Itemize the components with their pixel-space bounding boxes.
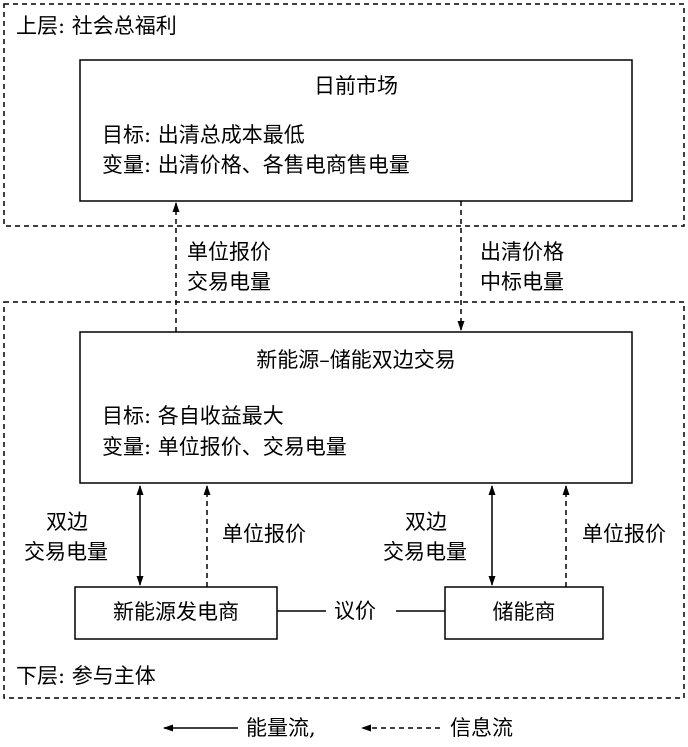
storage-operator-label: 储能商 — [492, 600, 556, 624]
storage-operator-box — [444, 586, 604, 640]
lower-layer-frame — [3, 301, 685, 699]
bilateral-trade-objective: 目标: 各自收益最大 — [102, 404, 284, 428]
day-ahead-market-variables: 变量: 出清价格、各售电商售电量 — [102, 153, 410, 177]
negotiation-label: 议价 — [334, 599, 376, 623]
flow-up-label-line1: 单位报价 — [187, 240, 271, 264]
right-energy-label-line2: 交易电量 — [383, 540, 467, 564]
flow-up-label-line2: 交易电量 — [187, 270, 271, 294]
bilateral-trade-title: 新能源–储能双边交易 — [256, 348, 456, 372]
legend-energy-label: 能量流, — [246, 716, 316, 740]
bilateral-trade-box — [79, 331, 633, 484]
flow-down-label-line2: 中标电量 — [480, 270, 564, 294]
upper-layer-label: 上层: 社会总福利 — [16, 14, 177, 38]
lower-layer-label: 下层: 参与主体 — [16, 664, 156, 688]
left-energy-label-line1: 双边 — [46, 510, 88, 534]
right-price-label: 单位报价 — [582, 522, 666, 546]
day-ahead-market-title: 日前市场 — [314, 74, 398, 98]
day-ahead-market-box — [79, 59, 633, 202]
renewable-producer-label: 新能源发电商 — [113, 600, 239, 624]
renewable-producer-box — [74, 586, 278, 640]
flow-down-label-line1: 出清价格 — [480, 240, 564, 264]
upper-layer-frame — [3, 3, 685, 227]
bilateral-trade-variables: 变量: 单位报价、交易电量 — [102, 435, 347, 459]
day-ahead-market-objective: 目标: 出清总成本最低 — [102, 123, 305, 147]
right-energy-label-line1: 双边 — [405, 510, 447, 534]
left-price-label: 单位报价 — [222, 522, 306, 546]
legend-info-label: 信息流 — [450, 716, 513, 740]
left-energy-label-line2: 交易电量 — [24, 540, 108, 564]
